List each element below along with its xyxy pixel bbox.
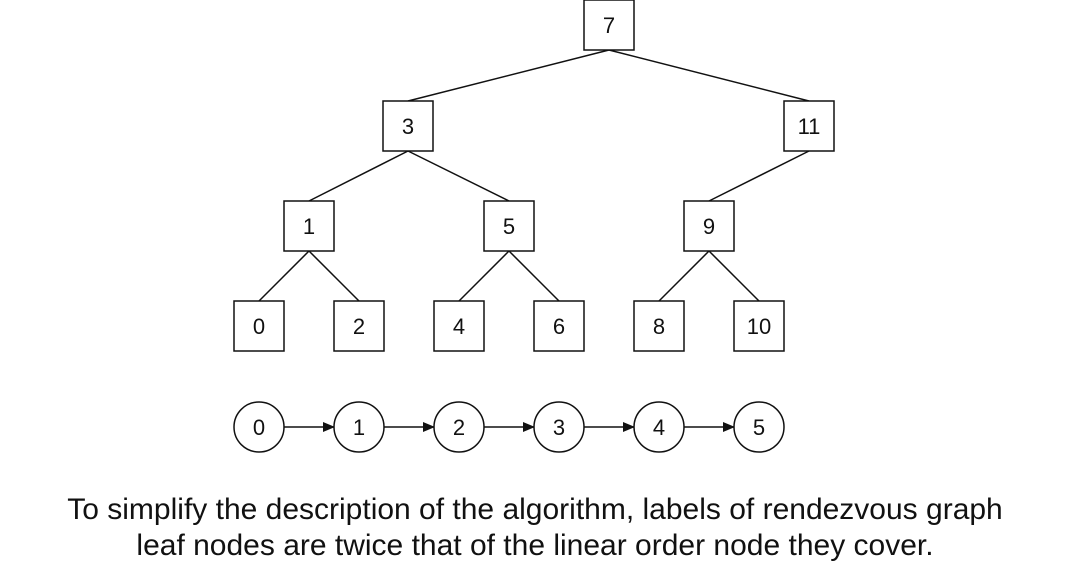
tree-node-10: 10 [733,300,785,352]
tree-edge-3-1 [308,150,409,202]
tree-node-5: 5 [483,200,535,252]
tree-node-label: 7 [603,13,615,38]
tree-node-label: 11 [798,114,821,139]
linear-order-node-5: 5 [733,401,785,453]
tree-node-box [433,300,485,352]
linear-order-node-4: 4 [633,401,685,453]
tree-node-8: 8 [633,300,685,352]
tree-node-label: 6 [553,314,565,339]
tree-node-label: 9 [703,214,715,239]
tree-node-label: 8 [653,314,665,339]
tree-node-label: 10 [747,314,771,339]
tree-node-label: 3 [402,114,414,139]
linear-order-nodes: 0 1 2 3 4 5 [233,401,785,453]
tree-edges [258,49,810,302]
tree-node-box [533,300,585,352]
tree-edge-1-0 [258,250,310,302]
tree-edge-5-6 [508,250,560,302]
linear-order-node-circle [733,401,785,453]
caption-line-1: To simplify the description of the algor… [67,493,1003,526]
tree-edge-9-8 [658,250,710,302]
tree-node-7: 7 [583,0,635,51]
linear-order-node-circle [433,401,485,453]
linear-order-node-circle [633,401,685,453]
tree-node-1: 1 [283,200,335,252]
linear-order-node-1: 1 [333,401,385,453]
tree-node-label: 1 [303,214,315,239]
linear-order-node-label: 2 [453,415,465,440]
tree-node-label: 4 [453,314,465,339]
tree-node-2: 2 [333,300,385,352]
tree-node-label: 5 [503,214,515,239]
linear-order-node-label: 3 [553,415,565,440]
tree-edge-9-10 [708,250,760,302]
tree-node-box [783,100,835,152]
tree-node-box [733,300,785,352]
tree-node-0: 0 [233,300,285,352]
tree-node-box [683,200,735,252]
linear-order-node-circle [333,401,385,453]
tree-node-box [633,300,685,352]
caption: To simplify the description of the algor… [0,492,1070,564]
linear-order-node-0: 0 [233,401,285,453]
tree-node-box [483,200,535,252]
linear-order-node-label: 5 [753,415,765,440]
tree-node-4: 4 [433,300,485,352]
tree-node-box [382,100,434,152]
tree-node-3: 3 [382,100,434,152]
tree-edge-7-3 [407,49,610,102]
tree-edge-11-9 [708,150,810,202]
tree-node-box [583,0,635,51]
linear-order-node-circle [533,401,585,453]
linear-order-node-2: 2 [433,401,485,453]
tree-node-label: 2 [353,314,365,339]
tree-edge-7-11 [608,49,810,102]
caption-line-2: leaf nodes are twice that of the linear … [136,529,934,562]
linear-order-node-label: 0 [253,415,265,440]
tree-node-9: 9 [683,200,735,252]
tree-edge-3-5 [407,150,510,202]
tree-edge-1-2 [308,250,360,302]
tree-node-11: 11 [783,100,835,152]
tree-node-box [233,300,285,352]
linear-order-node-label: 1 [353,415,365,440]
tree-edge-5-4 [458,250,510,302]
linear-order-node-3: 3 [533,401,585,453]
tree-node-box [283,200,335,252]
linear-order-node-circle [233,401,285,453]
tree-node-label: 0 [253,314,265,339]
tree-node-6: 6 [533,300,585,352]
tree-node-box [333,300,385,352]
linear-order-node-label: 4 [653,415,665,440]
